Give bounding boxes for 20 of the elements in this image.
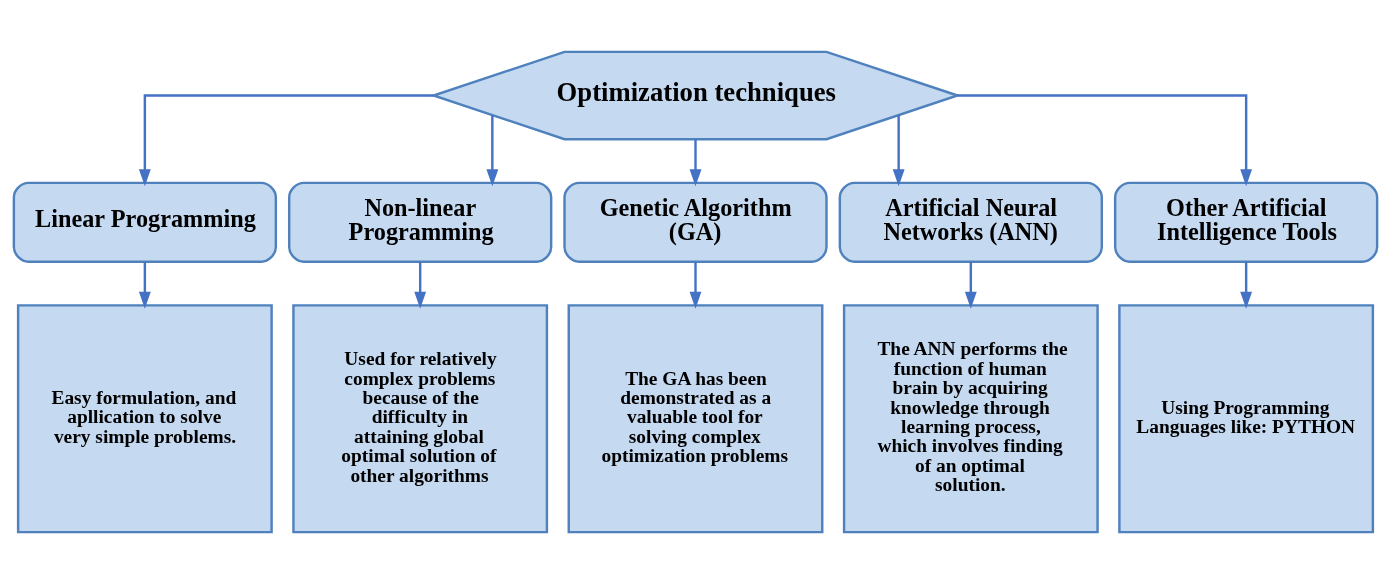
node-box: Non-linear Programming bbox=[287, 181, 553, 263]
arrow bbox=[486, 115, 499, 187]
node-box: Artificial Neural Networks (ANN) bbox=[838, 181, 1104, 263]
arrow bbox=[689, 139, 702, 187]
arrow bbox=[414, 262, 427, 309]
arrow bbox=[689, 262, 702, 309]
node-box: Using Programming Languages like: PYTHON bbox=[1118, 304, 1375, 534]
arrow bbox=[138, 94, 434, 187]
node-box: Used for relatively complex problems because of the difficulty in attaining global optimal solution of other algorithms bbox=[292, 304, 549, 534]
arrow bbox=[1240, 262, 1253, 309]
node-box: Genetic Algorithm (GA) bbox=[563, 181, 828, 263]
arrow bbox=[138, 262, 151, 309]
arrow bbox=[957, 94, 1253, 187]
node-box: The GA has been demonstrated as a valuable tool for solving complex optimization problems bbox=[567, 304, 824, 534]
arrow bbox=[892, 115, 905, 187]
node-box: The ANN performs the function of human brain by acquiring knowledge through learning process, which involves finding of an optimal solution. bbox=[842, 304, 1099, 534]
arrow bbox=[964, 262, 977, 309]
node-box: Easy formulation, and apllication to solve very simple problems. bbox=[16, 304, 273, 534]
node-box: Linear Programming bbox=[12, 181, 278, 263]
node-box: Other Artificial Intelligence Tools bbox=[1113, 181, 1379, 263]
